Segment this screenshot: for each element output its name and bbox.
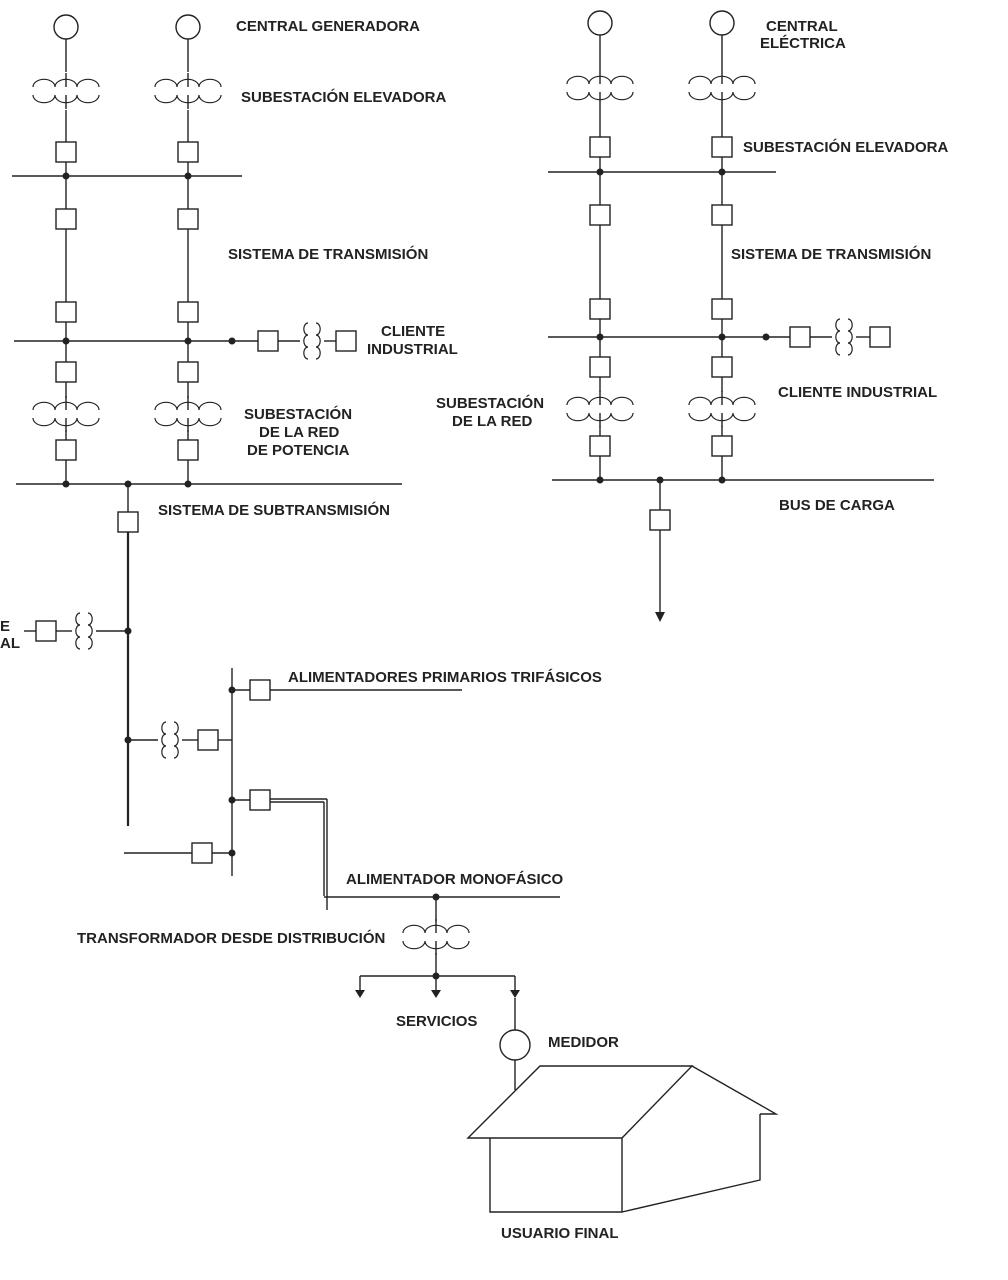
label-cliente-industrial: INDUSTRIAL [367,341,458,358]
industrial-client-icon [869,326,891,348]
breaker-icon [711,136,733,158]
breaker-icon [711,298,733,320]
label-usuario-final: USUARIO FINAL [501,1225,619,1242]
label-subestacion-red: DE LA RED [259,424,339,441]
breaker-icon [55,301,77,323]
meter-icon [499,1029,531,1061]
label-subestacion-red: DE POTENCIA [247,442,350,459]
transformer-icon [303,322,321,360]
breaker-icon [55,361,77,383]
label-subestacion-red: SUBESTACIÓN [436,394,544,412]
label-cliente-cut: AL [0,635,20,652]
breaker-icon [177,141,199,163]
breaker-icon [35,620,57,642]
label-sistema-transmision: SISTEMA DE TRANSMISIÓN [731,245,931,263]
house-icon [466,1065,779,1213]
label-bus-de-carga: BUS DE CARGA [779,497,895,514]
breaker-icon [589,136,611,158]
right-system [548,10,934,622]
breaker-icon [711,204,733,226]
label-central-generadora: CENTRAL GENERADORA [236,18,420,35]
label-medidor: MEDIDOR [548,1034,619,1051]
industrial-client-icon [335,330,357,352]
breaker-icon [589,356,611,378]
label-sistema-subtransmision: SISTEMA DE SUBTRANSMISIÓN [158,501,390,519]
breaker-icon [55,439,77,461]
label-central-electrica: ELÉCTRICA [760,35,846,52]
breaker-icon [191,842,213,864]
generator-icon [587,10,613,36]
label-alimentadores-primarios: ALIMENTADORES PRIMARIOS TRIFÁSICOS [288,669,602,686]
label-subestacion-red: SUBESTACIÓN [244,405,352,423]
breaker-icon [589,298,611,320]
label-alimentador-monofasico: ALIMENTADOR MONOFÁSICO [346,871,564,888]
breaker-icon [711,435,733,457]
breaker-icon [649,509,671,531]
breaker-icon [249,789,271,811]
breaker-icon [589,204,611,226]
labels: CENTRAL GENERADORA CENTRAL ELÉCTRICA SUB… [0,18,948,1242]
transformer-icon [161,721,179,759]
transformer-icon [154,396,222,432]
breaker-icon [177,208,199,230]
label-servicios: SERVICIOS [396,1013,477,1030]
breaker-icon [711,356,733,378]
breaker-icon [177,361,199,383]
breaker-icon [197,729,219,751]
breaker-icon [589,435,611,457]
transformer-icon [566,391,634,427]
breaker-icon [55,208,77,230]
left-system [12,14,779,1213]
transformer-icon [402,919,470,955]
generator-icon [709,10,735,36]
label-cliente-cut: E [0,618,10,635]
transformer-icon [688,391,756,427]
breaker-icon [257,330,279,352]
breaker-icon [177,439,199,461]
transformer-icon [32,73,100,109]
transformer-icon [32,396,100,432]
breaker-icon [789,326,811,348]
transformer-icon [566,70,634,106]
label-subestacion-elevadora: SUBESTACIÓN ELEVADORA [241,88,446,106]
label-subestacion-red: DE LA RED [452,413,532,430]
breaker-icon [117,511,139,533]
generator-icon [175,14,201,40]
label-cliente-industrial: CLIENTE INDUSTRIAL [778,384,937,401]
label-cliente-industrial: CLIENTE [381,323,445,340]
transformer-icon [835,318,853,356]
breaker-icon [177,301,199,323]
breaker-icon [249,679,271,701]
label-sistema-transmision: SISTEMA DE TRANSMISIÓN [228,245,428,263]
transformer-icon [75,612,93,650]
label-subestacion-elevadora: SUBESTACIÓN ELEVADORA [743,138,948,156]
generator-icon [53,14,79,40]
label-central-electrica: CENTRAL [766,18,838,35]
transformer-icon [688,70,756,106]
label-transformador-distribucion: TRANSFORMADOR DESDE DISTRIBUCIÓN [77,929,385,947]
transformer-icon [154,73,222,109]
breaker-icon [55,141,77,163]
